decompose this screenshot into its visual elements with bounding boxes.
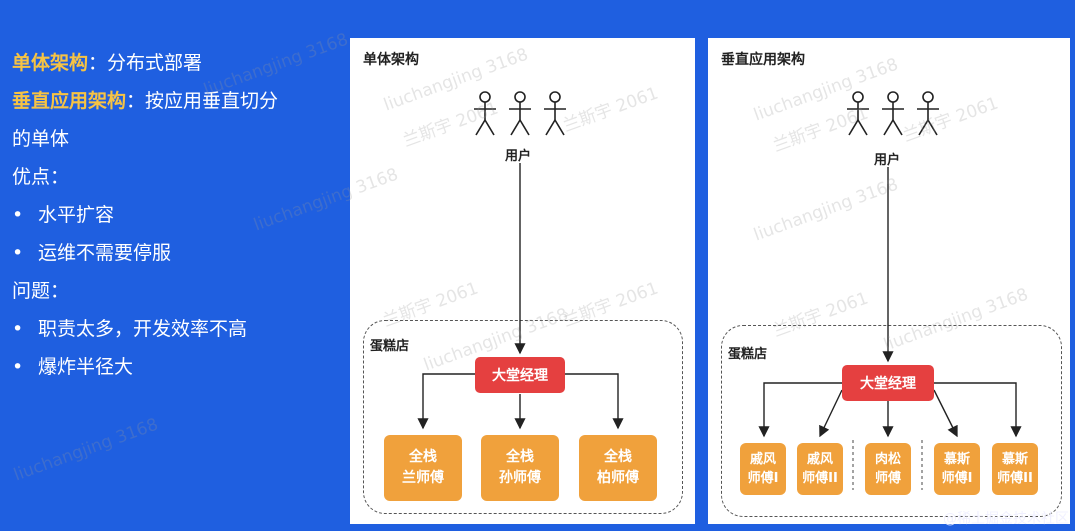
vertical-diagram-panel: 垂直应用架构 用户 蛋糕店 大堂经理 戚风师傅I 戚风师傅II (708, 38, 1070, 524)
users-icon (474, 91, 566, 136)
line-monolith: 单体架构：分布式部署 (12, 51, 202, 75)
left-text-panel: 单体架构：分布式部署 垂直应用架构：按应用垂直切分 的单体 优点： • 水平扩容… (12, 51, 279, 378)
connectors (417, 163, 624, 430)
store-boundary (363, 320, 683, 514)
worker-node: 全栈孙师傅 (481, 435, 559, 501)
store-label: 蛋糕店 (370, 339, 410, 354)
worker-node: 戚风师傅I (740, 443, 786, 495)
pros-title: 优点： (12, 166, 70, 188)
monolith-term: 单体架构 (12, 52, 89, 74)
footer-credit: @稀土掘金技术社区 (943, 511, 1069, 527)
bullet-icon: • (12, 242, 24, 264)
users-icon (847, 91, 939, 136)
monolith-desc: ：分布式部署 (88, 52, 203, 74)
worker-node: 全栈柏师傅 (579, 435, 657, 501)
bullet-icon: • (12, 204, 24, 226)
worker-node: 慕斯师傅I (934, 443, 980, 495)
store-boundary (721, 325, 1062, 517)
users-label: 用户 (874, 153, 901, 168)
bullet-icon: • (12, 356, 24, 378)
monolith-diagram-panel: 单体架构 用户 蛋糕店 大堂经理 全栈兰师傅 全栈孙师傅 全栈柏师傅 (350, 38, 695, 524)
worker-node: 肉松师傅 (865, 443, 911, 495)
panel-title: 单体架构 (363, 52, 419, 68)
panel-title: 垂直应用架构 (721, 52, 805, 68)
worker-node: 全栈兰师傅 (384, 435, 462, 501)
worker-node: 戚风师傅II (797, 443, 843, 495)
bullet-icon: • (12, 318, 24, 340)
worker-node: 慕斯师傅II (992, 443, 1038, 495)
manager-node: 大堂经理 (475, 357, 565, 393)
vertical-desc: ：按应用垂直切分 (126, 90, 279, 112)
vertical-term: 垂直应用架构 (12, 90, 127, 112)
issues-title: 问题： (12, 280, 70, 302)
users-label: 用户 (505, 149, 532, 164)
connectors (758, 167, 1022, 490)
manager-node: 大堂经理 (842, 365, 934, 401)
store-label: 蛋糕店 (728, 347, 768, 362)
line-vertical: 垂直应用架构：按应用垂直切分 (12, 89, 278, 113)
line-vertical-cont: 的单体 (12, 128, 70, 150)
